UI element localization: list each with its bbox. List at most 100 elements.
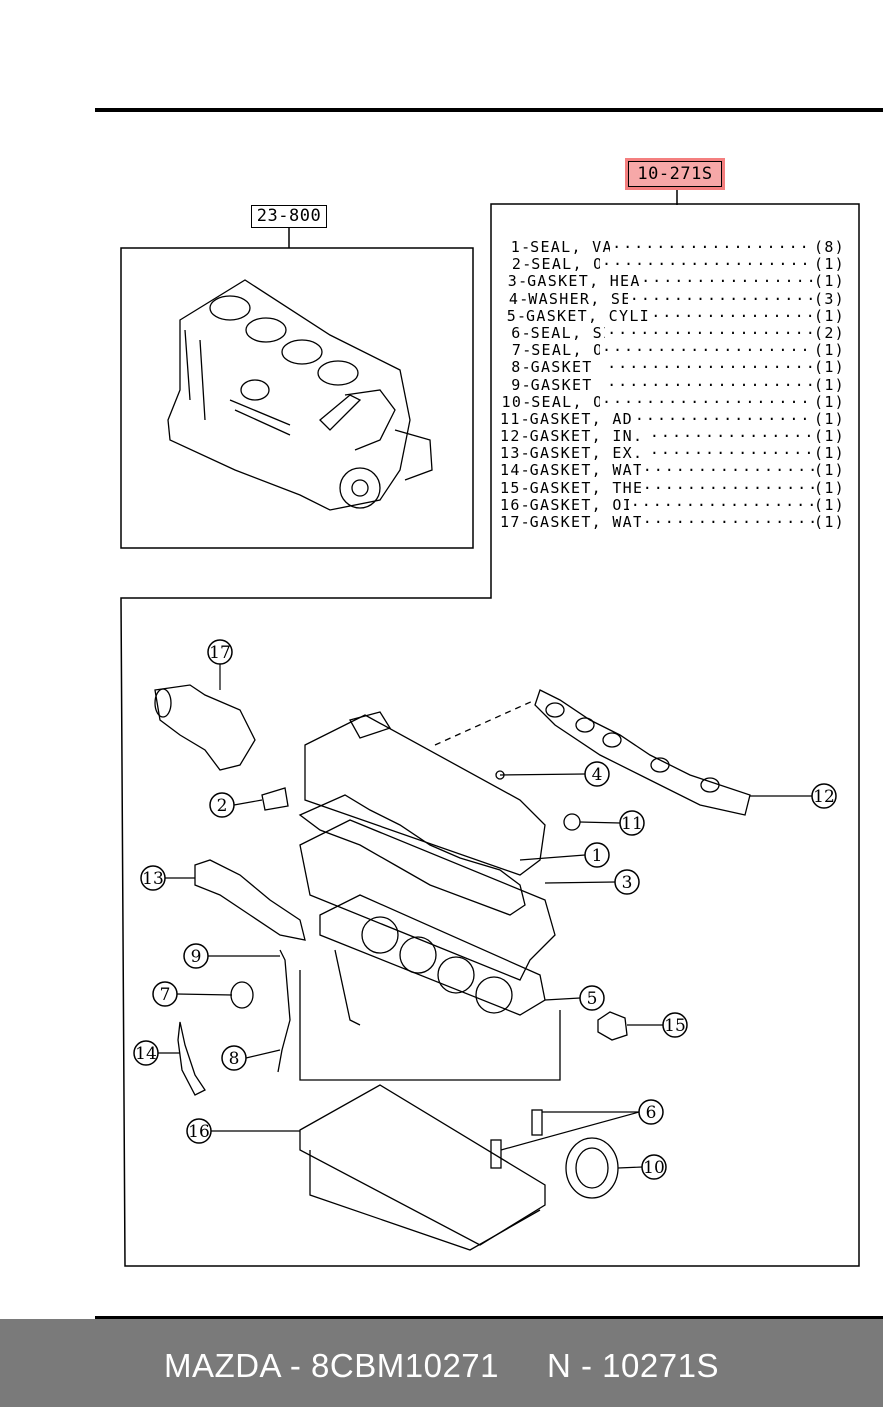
- callout-14[interactable]: 14: [133, 1040, 159, 1066]
- part-name: GASKET (R): [530, 359, 606, 377]
- part-name: GASKET, ADJUSTER: [529, 410, 633, 428]
- svg-text:1: 1: [592, 846, 603, 866]
- footer-caption: MAZDA - 8CBM10271 N - 10271S: [0, 1347, 883, 1385]
- parts-list: 1-SEAL, VALVE··························(…: [500, 238, 846, 531]
- part-number: 6: [511, 323, 522, 342]
- callout-16[interactable]: 16: [186, 1118, 212, 1144]
- callout-2[interactable]: 2: [209, 792, 235, 818]
- part-number: 5: [506, 306, 518, 325]
- part-qty: (2): [814, 323, 846, 342]
- parts-list-item: 17-GASKET, WATER PUMP···················…: [500, 513, 845, 531]
- part-qty: (1): [814, 409, 845, 428]
- callout-7[interactable]: 7: [152, 981, 178, 1007]
- svg-text:12: 12: [813, 787, 835, 807]
- parts-list-item: 5-GASKET, CYLINDER HEAD·················…: [500, 306, 845, 325]
- part-name: GASKET, IN. MANIFOLD: [529, 428, 648, 446]
- svg-text:7: 7: [160, 985, 171, 1005]
- part-number: 2: [511, 255, 523, 274]
- part-name: GASKET, THERMOSTAT: [529, 479, 641, 497]
- part-name: GASKET, WATER PUMP: [529, 462, 641, 480]
- svg-text:14: 14: [135, 1044, 157, 1064]
- callout-11[interactable]: 11: [619, 810, 645, 836]
- svg-text:10: 10: [643, 1158, 665, 1178]
- part-qty: (1): [814, 272, 845, 291]
- callout-17[interactable]: 17: [207, 639, 233, 665]
- callout-4[interactable]: 4: [584, 761, 610, 787]
- parts-list-item: 1-SEAL, VALVE··························(…: [500, 238, 846, 256]
- part-number: 17: [500, 513, 521, 531]
- svg-text:11: 11: [621, 814, 643, 834]
- part-qty: (1): [814, 513, 845, 531]
- parts-list-item: 16-GASKET, OIL PAN······················…: [500, 495, 845, 514]
- callout-9[interactable]: 9: [183, 943, 209, 969]
- parts-list-item: 8-GASKET (R)··························(1…: [500, 359, 845, 376]
- part-name: SEAL, OIL: [531, 393, 600, 411]
- part-qty: (1): [814, 495, 845, 514]
- part-qty: (1): [814, 461, 845, 480]
- svg-text:3: 3: [622, 873, 633, 893]
- gasket-kit-illustration: [154, 684, 751, 1251]
- svg-text:5: 5: [587, 989, 598, 1009]
- part-name: GASKET, CYLINDER HEAD: [526, 307, 650, 325]
- part-qty: (1): [814, 358, 846, 377]
- svg-text:4: 4: [592, 765, 603, 785]
- part-number: 4: [508, 289, 520, 308]
- parts-list-item: 10-SEAL, OIL··························(1…: [501, 392, 845, 411]
- part-number: 7: [511, 341, 523, 360]
- part-name: WASHER, SEALING: [528, 290, 628, 308]
- footer-part-number: MAZDA - 8CBM10271: [164, 1347, 500, 1384]
- callout-6[interactable]: 6: [638, 1099, 664, 1125]
- part-qty: (1): [814, 341, 845, 360]
- part-name: SEAL, OIL: [531, 256, 600, 274]
- callout-8[interactable]: 8: [221, 1045, 247, 1071]
- part-qty: (1): [814, 427, 845, 446]
- parts-list-item: 13-GASKET, EX. MANIFOLD·················…: [500, 444, 845, 463]
- part-name: GASKET, EX. MANIFOLD: [529, 445, 648, 463]
- top-rule: [95, 108, 883, 112]
- footer-bar: [0, 1319, 883, 1407]
- oil-pan-gasket: [299, 1084, 546, 1246]
- engine-block-frame: [120, 247, 474, 549]
- part-qty: (1): [814, 444, 845, 463]
- svg-text:13: 13: [142, 869, 164, 889]
- callout-3[interactable]: 3: [614, 869, 640, 895]
- kit-ref-tag[interactable]: 10-271S: [628, 161, 722, 187]
- parts-list-item: 11-GASKET, ADJUSTER·····················…: [500, 409, 845, 428]
- part-qty: (1): [814, 375, 846, 394]
- part-number: 1: [510, 238, 522, 256]
- svg-text:6: 6: [646, 1103, 657, 1123]
- bottom-rule: [95, 1316, 883, 1319]
- part-number: 11: [500, 409, 521, 428]
- block-ref-tag[interactable]: 23-800: [251, 205, 327, 228]
- head-cover: [304, 714, 546, 876]
- head-cover-gasket: [298, 794, 526, 916]
- part-qty: (8): [814, 238, 846, 256]
- part-number: 3: [507, 272, 519, 291]
- part-name: SEAL, VALVE: [530, 239, 611, 256]
- engine-block-illustration: [167, 279, 433, 511]
- callout-10[interactable]: 10: [641, 1154, 667, 1180]
- part-number: 10: [501, 392, 523, 411]
- part-number: 12: [500, 427, 521, 446]
- callout-1[interactable]: 1: [584, 842, 610, 868]
- parts-list-item: 15-GASKET, THERMOSTAT···················…: [500, 478, 845, 497]
- callout-12[interactable]: 12: [811, 783, 837, 809]
- footer-kit-number: N - 10271S: [547, 1347, 719, 1384]
- part-number: 15: [500, 478, 521, 497]
- parts-list-item: 4-WASHER, SEALING·······················…: [500, 289, 845, 308]
- callout-15[interactable]: 15: [662, 1012, 688, 1038]
- parts-list-item: 9-GASKET (L)··························(1…: [500, 375, 846, 394]
- svg-text:9: 9: [191, 947, 202, 967]
- part-number: 13: [500, 444, 521, 463]
- callout-5[interactable]: 5: [579, 985, 605, 1011]
- part-number: 16: [500, 495, 521, 514]
- callout-13[interactable]: 13: [140, 865, 166, 891]
- svg-text:15: 15: [664, 1016, 686, 1036]
- part-qty: (3): [814, 289, 845, 308]
- water-pump: [154, 684, 256, 771]
- parts-list-item: 2-SEAL, OIL··························(1): [500, 255, 845, 274]
- part-name: GASKET, HEAD COVER: [527, 273, 640, 291]
- parts-list-item: 7-SEAL, OIL··························(1): [500, 341, 845, 360]
